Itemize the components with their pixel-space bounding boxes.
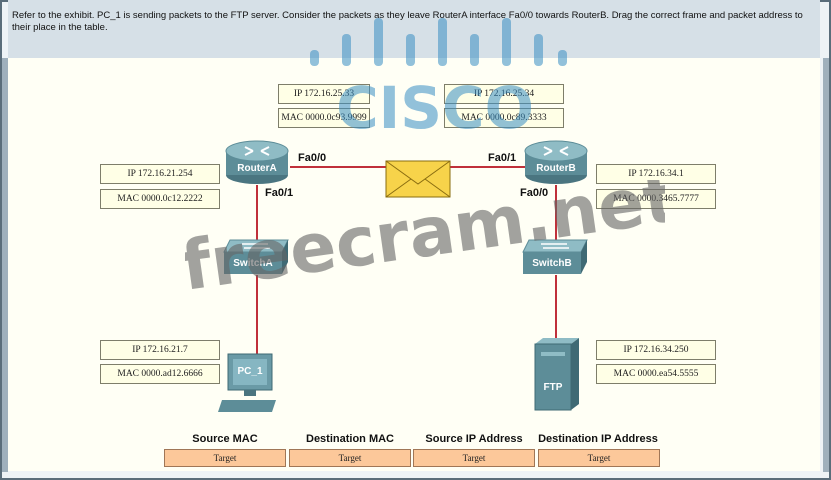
pc-ip: IP 172.16.21.7: [100, 340, 220, 360]
target-destination-ip[interactable]: Target: [538, 449, 660, 467]
router-a-lan-mac: MAC 0000.0c12.2222: [100, 189, 220, 209]
pc-1-label: PC_1: [237, 366, 263, 377]
switch-b[interactable]: SwitchB: [521, 238, 589, 276]
router-b-label: RouterB: [536, 163, 576, 174]
router-b-wan-ip: IP 172.16.25.34: [444, 84, 564, 104]
cisco-logo-watermark: CISCO: [310, 18, 567, 134]
pc-1[interactable]: PC_1: [218, 352, 280, 414]
switch-icon: [522, 239, 588, 274]
router-a[interactable]: RouterA: [225, 139, 289, 185]
pc-icon: [218, 353, 276, 412]
switch-a[interactable]: SwitchA: [222, 238, 290, 276]
header-destination-mac: Destination MAC: [306, 433, 394, 445]
topology-canvas: [8, 58, 820, 471]
router-a-label: RouterA: [237, 163, 277, 174]
switch-icon: [223, 239, 289, 274]
instruction-text: Refer to the exhibit. PC_1 is sending pa…: [12, 10, 803, 33]
router-icon: [524, 140, 588, 184]
router-icon: [225, 140, 289, 184]
switch-b-label: SwitchB: [532, 258, 572, 269]
router-a-port-fa01: Fa0/1: [265, 187, 294, 199]
right-border: [823, 58, 829, 472]
header-destination-ip: Destination IP Address: [538, 433, 658, 445]
ftp-mac: MAC 0000.ea54.5555: [596, 364, 716, 384]
router-a-wan-mac: MAC 0000.0c93.9999: [278, 108, 370, 128]
site-watermark: freecram.net: [185, 180, 665, 307]
router-a-lan-ip: IP 172.16.21.254: [100, 164, 220, 184]
router-b[interactable]: RouterB: [524, 139, 588, 185]
router-b-lan-mac: MAC 0000.3465.7777: [596, 189, 716, 209]
target-destination-mac[interactable]: Target: [289, 449, 411, 467]
target-source-mac[interactable]: Target: [164, 449, 286, 467]
site-watermark-text: freecram.net: [185, 180, 665, 307]
header-source-ip: Source IP Address: [425, 433, 523, 445]
router-a-port-fa00: Fa0/0: [298, 152, 327, 164]
router-a-wan-ip: IP 172.16.25.33: [278, 84, 370, 104]
ftp-label: FTP: [543, 382, 563, 393]
switch-a-label: SwitchA: [233, 258, 273, 269]
router-b-wan-mac: MAC 0000.0c89.3333: [444, 108, 564, 128]
header-source-mac: Source MAC: [192, 433, 258, 445]
cisco-logo-text: CISCO: [336, 74, 534, 134]
ftp-server[interactable]: FTP: [531, 338, 581, 412]
envelope-icon: [385, 160, 451, 198]
router-b-lan-ip: IP 172.16.34.1: [596, 164, 716, 184]
server-icon: [534, 338, 579, 411]
router-b-port-fa01: Fa0/1: [488, 152, 517, 164]
ftp-ip: IP 172.16.34.250: [596, 340, 716, 360]
left-border: [2, 58, 8, 472]
pc-mac: MAC 0000.ad12.6666: [100, 364, 220, 384]
target-source-ip[interactable]: Target: [413, 449, 535, 467]
router-b-port-fa00: Fa0/0: [520, 187, 549, 199]
